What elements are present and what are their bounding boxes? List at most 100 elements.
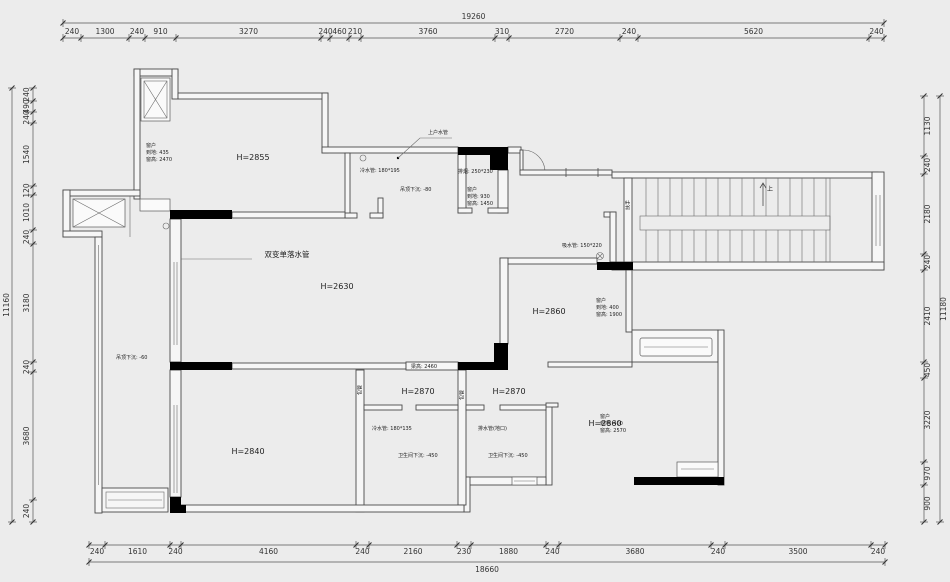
dimension-tick	[30, 109, 36, 115]
dimension-label: 310	[495, 27, 510, 36]
dimension-tick	[492, 35, 498, 41]
dimension-tick	[327, 35, 333, 41]
window-label: 窗户	[600, 413, 610, 420]
wall	[457, 207, 473, 214]
dimension-label: 460	[332, 27, 347, 36]
window-height: 窗高: 1900	[596, 311, 622, 318]
dimension-tick	[868, 542, 874, 548]
dimension-label: 240	[22, 87, 31, 102]
dimension-tick	[126, 35, 132, 41]
dimension-label: 2410	[923, 306, 932, 325]
dimension-tick	[921, 359, 927, 365]
counter	[139, 198, 171, 212]
dimension-tick	[617, 35, 623, 41]
window-label: 窗户	[146, 142, 156, 149]
dimension-tick	[921, 171, 927, 177]
wall	[545, 402, 559, 408]
wall	[62, 189, 71, 238]
room-height-lower-left: H=2840	[231, 447, 264, 456]
drain-pipe-note: 双变单落水管	[265, 249, 310, 259]
drain-bath-note: 排水管(地口)	[478, 425, 507, 432]
room-height-kitchen: H=2855	[236, 153, 269, 162]
wall	[499, 257, 598, 265]
dimension-tick	[318, 35, 324, 41]
dimension-label: 240	[22, 230, 31, 245]
dimension-label: 5620	[744, 27, 763, 36]
dimension-tick	[358, 35, 364, 41]
bath-drop-right-note: 卫生间下沉: -450	[488, 452, 528, 459]
dimension-label: 970	[923, 466, 932, 481]
dimension-label: 240	[622, 27, 637, 36]
wall	[169, 369, 182, 498]
pipe-box-right-note: 包管	[459, 390, 466, 400]
dimension-label: 240	[168, 547, 183, 556]
ceiling-drop-balcony-note: 吊顶下沉: -60	[116, 354, 147, 361]
pipe-box-left-note: 包管	[357, 385, 364, 395]
window-sill: 到地: 400	[600, 420, 623, 427]
dimension-tick	[86, 542, 92, 548]
cold-pipe-bath-note: 冷水管: 180*135	[372, 425, 412, 432]
dimension-label: 1130	[923, 116, 932, 135]
window-label: 窗户	[467, 186, 477, 193]
window-height: 窗高: 1450	[467, 200, 493, 207]
dimension-tick	[9, 519, 15, 525]
wall	[344, 152, 351, 219]
dimension-tick	[921, 267, 927, 273]
pipe-cross	[597, 253, 603, 259]
wall	[169, 218, 182, 363]
dimension-tick	[30, 519, 36, 525]
stair-landing-band	[639, 215, 831, 231]
flue-note: 排烟: 250*230	[458, 168, 493, 175]
dimension-tick	[30, 98, 36, 104]
wall	[545, 404, 553, 486]
dimension-tick	[30, 497, 36, 503]
ceiling-drop-kitchen-note: 吊顶下沉: -80	[400, 186, 431, 193]
column	[597, 262, 633, 270]
bath-drop-left-note: 卫生间下沉: -450	[398, 452, 438, 459]
dimension-tick	[866, 35, 872, 41]
dimension-tick	[30, 241, 36, 247]
wall	[62, 230, 103, 238]
dimension-label: 240	[871, 547, 886, 556]
stair-arrow-head	[759, 182, 767, 189]
columns	[170, 147, 724, 513]
dimension-label: 240	[65, 27, 80, 36]
dimension-tick	[556, 542, 562, 548]
wall	[625, 269, 633, 333]
dimension-tick	[635, 35, 641, 41]
wall	[717, 329, 725, 486]
dimension-tick	[708, 542, 714, 548]
dimension-tick	[454, 542, 460, 548]
wall	[415, 404, 459, 411]
dimension-label: 1010	[22, 203, 31, 222]
dimension-total-label: 11180	[939, 297, 948, 321]
dimension-label: 120	[22, 183, 31, 198]
pipe-symbol	[359, 154, 367, 162]
wall	[231, 211, 346, 219]
wall	[62, 189, 141, 197]
dimension-label: 230	[457, 547, 472, 556]
column	[458, 362, 508, 370]
dimension-tick	[937, 519, 943, 525]
wall	[171, 68, 179, 100]
dimension-tick	[30, 359, 36, 365]
wall	[321, 92, 329, 154]
window-sill: 到地: 930	[467, 193, 490, 200]
wall	[547, 361, 633, 368]
dimension-label: 2180	[923, 204, 932, 223]
dimension-label: 240	[22, 504, 31, 519]
stair-rail-strip	[623, 177, 633, 263]
wall	[344, 212, 358, 219]
dimension-tick	[353, 542, 359, 548]
dimension-tick	[86, 559, 92, 565]
walls	[62, 92, 885, 514]
door-leaf	[519, 149, 524, 173]
stair-treads	[645, 178, 827, 262]
column	[490, 147, 508, 170]
dimension-tick	[506, 35, 512, 41]
dimension-label: 240	[90, 547, 105, 556]
room-height-corridor-right: H=2870	[492, 387, 525, 396]
room-height-living: H=2630	[320, 282, 353, 291]
dimension-label: 2720	[555, 27, 574, 36]
dimension-tick	[30, 120, 36, 126]
